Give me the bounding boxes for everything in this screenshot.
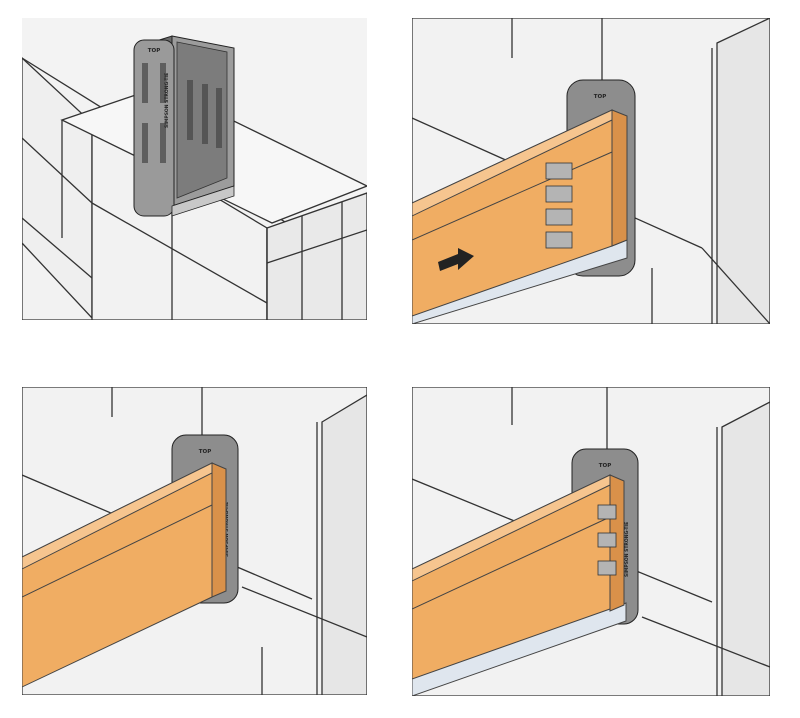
hanger-tabs — [597, 504, 617, 576]
masonry-hanger: TOP SIMPSON STRONG-TIE — [133, 35, 235, 217]
step-3-panel: TOP SIMPSON STRONG-TIE — [22, 387, 367, 695]
hanger-brand-label: SIMPSON STRONG-TIE — [224, 502, 230, 557]
hanger-top-label: TOP — [199, 449, 211, 455]
step-1-panel: TOP SIMPSON STRONG-TIE — [22, 18, 367, 320]
step-2-panel: TOP SIMPSON STRONG-TIE — [412, 18, 770, 324]
hanger-brand-label: SIMPSON STRONG-TIE — [624, 522, 630, 577]
hanger-top-label: TOP — [594, 94, 606, 100]
hanger-tabs — [545, 162, 573, 249]
step-4-panel: TOP SIMPSON STRONG-TIE — [412, 387, 770, 696]
step-4-drawing: TOP SIMPSON STRONG-TIE — [412, 387, 770, 696]
timber-joist — [22, 462, 227, 688]
step-3-drawing: TOP SIMPSON STRONG-TIE — [22, 387, 367, 695]
hanger-brand-label: SIMPSON STRONG-TIE — [164, 73, 170, 128]
hanger-top-label: TOP — [148, 48, 160, 54]
step-2-drawing: TOP SIMPSON STRONG-TIE — [412, 18, 770, 324]
step-1-drawing: TOP SIMPSON STRONG-TIE — [22, 35, 367, 320]
hanger-top-label: TOP — [599, 463, 611, 469]
install-arrow-icon — [438, 248, 474, 271]
